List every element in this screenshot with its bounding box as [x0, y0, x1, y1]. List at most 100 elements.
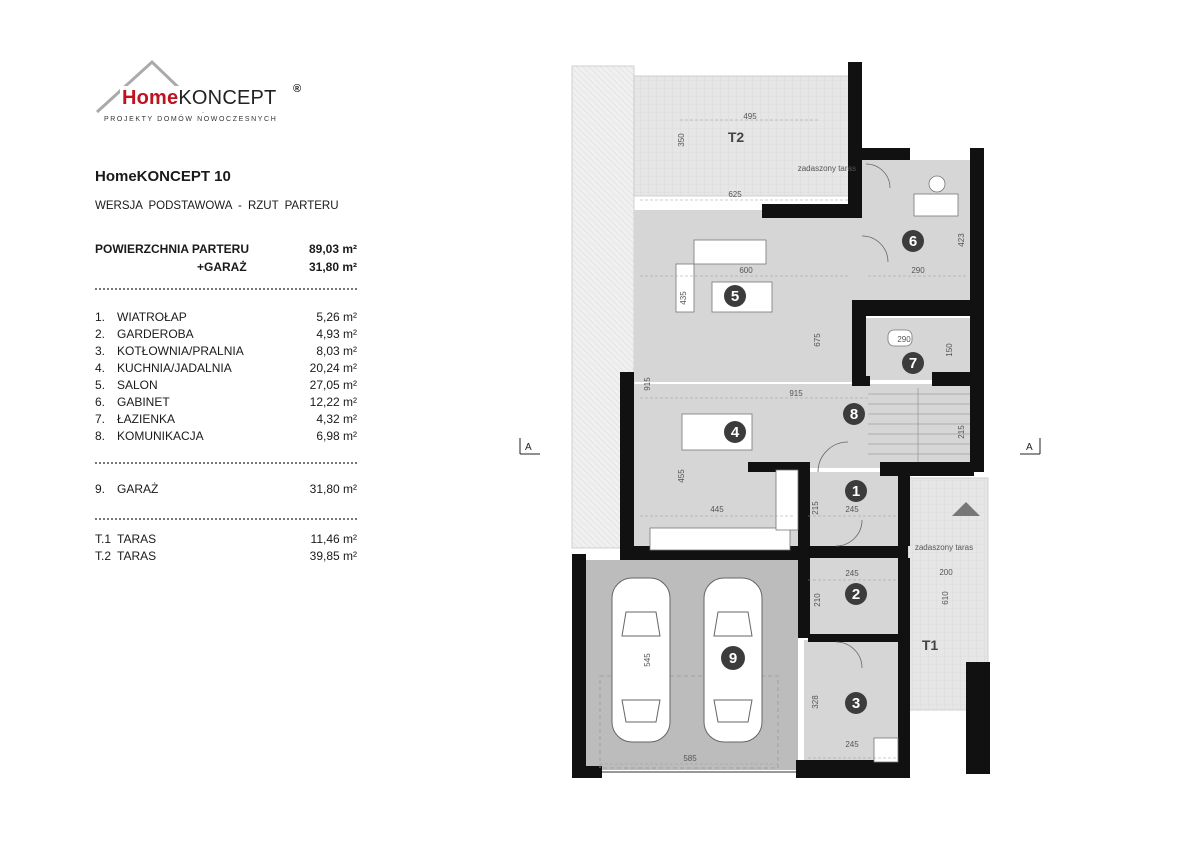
section-mark-label: A — [1026, 442, 1033, 453]
area-value: 89,03 m² — [308, 242, 357, 256]
boiler-icon — [873, 737, 899, 763]
logo-wordmark: HomeKONCEPT — [122, 87, 276, 110]
room-number: 7. — [95, 412, 106, 426]
room-area: 5,26 m² — [316, 310, 357, 324]
room-row: 8. KOMUNIKACJA 6,98 m² — [95, 429, 357, 445]
room-number: 6. — [95, 395, 106, 409]
room-area: 6,98 m² — [316, 429, 357, 443]
room-badge-label: 2 — [852, 586, 860, 603]
dimension-label: 585 — [683, 754, 697, 763]
room-number: 3. — [95, 344, 106, 358]
room-badge-3 — [845, 692, 867, 714]
terrace-area: 11,46 m² — [310, 532, 357, 546]
section-mark-label: A — [525, 442, 532, 453]
garage-opening-outline — [599, 675, 779, 769]
dotted-divider — [95, 462, 357, 466]
room-area: 31,80 m² — [309, 482, 357, 496]
logo-koncept: KONCEPT — [178, 87, 277, 109]
car-left-icon — [611, 577, 671, 743]
room-row: 7. ŁAZIENKA 4,32 m² — [95, 412, 357, 428]
terrace-number: T.2 — [95, 549, 112, 563]
dimension-label: 625 — [728, 190, 742, 199]
covered-terrace-label: zadaszony taras — [798, 164, 856, 173]
dimension-labels: 495 350 625 423 290 600 435 675 290 150 … — [643, 112, 966, 763]
area-garage-row: +GARAŻ 31,80 m² — [95, 260, 357, 276]
room-badges: 1 2 3 4 5 6 7 8 9 — [721, 230, 924, 714]
room-badge-label: 3 — [852, 695, 860, 712]
logo-home: Home — [122, 87, 179, 109]
dimension-label: 328 — [811, 695, 820, 709]
room-badge-label: 5 — [731, 288, 739, 305]
logo-tagline: PROJEKTY DOMÓW NOWOCZESNYCH — [104, 116, 278, 123]
terrace-name: TARAS — [117, 549, 157, 563]
room-area: 27,05 m² — [309, 378, 357, 392]
dimension-label: 290 — [897, 335, 911, 344]
room-number: 4. — [95, 361, 106, 375]
section-mark-right: A — [1020, 438, 1041, 455]
dimension-label: 915 — [789, 389, 803, 398]
dimension-label: 150 — [945, 343, 954, 357]
room-badge-6 — [902, 230, 924, 252]
room-badge-label: 9 — [729, 650, 737, 667]
room-name: ŁAZIENKA — [117, 412, 176, 426]
room-name: WIATROŁAP — [117, 310, 187, 324]
project-version: WERSJA PODSTAWOWA - RZUT PARTERU — [95, 200, 339, 212]
entrance-arrow-icon — [952, 502, 980, 516]
room-name: GARDEROBA — [117, 327, 194, 341]
terrace-row: T.2 TARAS 39,85 m² — [95, 549, 357, 565]
garage-row: 9. GARAŻ 31,80 m² — [95, 482, 357, 498]
room-badge-label: 1 — [852, 483, 860, 500]
project-title: HomeKONCEPT 10 — [95, 168, 231, 185]
dimension-label: 915 — [643, 377, 652, 391]
dimension-label: 215 — [811, 501, 820, 515]
toilet-icon — [887, 329, 913, 347]
area-label: POWIERZCHNIA PARTERU — [95, 242, 249, 256]
terrace-badge-t1: T1 — [922, 637, 939, 653]
room-area: 12,22 m² — [309, 395, 357, 409]
room-badge-label: 8 — [850, 406, 858, 423]
room-number: 1. — [95, 310, 106, 324]
terrace-area: 39,85 m² — [309, 549, 357, 563]
dimension-label: 445 — [710, 505, 724, 514]
stairs — [868, 388, 972, 466]
room-number: 5. — [95, 378, 106, 392]
room-name: KUCHNIA/JADALNIA — [117, 361, 232, 375]
dimension-label: 423 — [957, 233, 966, 247]
room-badge-7 — [902, 352, 924, 374]
dimension-label: 350 — [677, 133, 686, 147]
dimension-label: 210 — [813, 593, 822, 607]
room-area: 4,32 m² — [316, 412, 357, 426]
kitchen-counter-icon — [649, 527, 791, 551]
sofa-icon — [675, 239, 767, 313]
terrace-badge-t2: T2 — [728, 129, 745, 145]
walls — [572, 62, 990, 778]
dimension-label: 545 — [643, 653, 652, 667]
room-row: 5. SALON 27,05 m² — [95, 378, 357, 394]
room-number: 8. — [95, 429, 106, 443]
door-swings — [817, 163, 891, 669]
area-value: 31,80 m² — [308, 260, 357, 274]
dimension-label: 435 — [679, 291, 688, 305]
room-name: KOTŁOWNIA/PRALNIA — [117, 344, 244, 358]
room-badge-4 — [724, 421, 746, 443]
section-mark-left: A — [519, 438, 540, 455]
dimension-label: 245 — [845, 740, 859, 749]
room-badge-8 — [843, 403, 865, 425]
room-name: KOMUNIKACJA — [117, 429, 204, 443]
terrace-number: T.1 — [95, 532, 112, 546]
room-badge-9 — [721, 646, 745, 670]
room-badge-2 — [845, 583, 867, 605]
dimension-label: 245 — [845, 505, 859, 514]
dotted-divider — [95, 288, 357, 292]
dimension-label: 600 — [739, 266, 753, 275]
terrace-name: TARAS — [117, 532, 157, 546]
logo: HomeKONCEPT ® PROJEKTY DOMÓW NOWOCZESNYC… — [92, 58, 322, 133]
dimension-label: 495 — [743, 112, 757, 121]
desk-icon — [913, 193, 959, 217]
area-total-row: POWIERZCHNIA PARTERU 89,03 m² — [95, 242, 357, 258]
room-name: SALON — [117, 378, 158, 392]
dimension-guides — [600, 119, 968, 765]
room-row: 1. WIATROŁAP 5,26 m² — [95, 310, 357, 326]
